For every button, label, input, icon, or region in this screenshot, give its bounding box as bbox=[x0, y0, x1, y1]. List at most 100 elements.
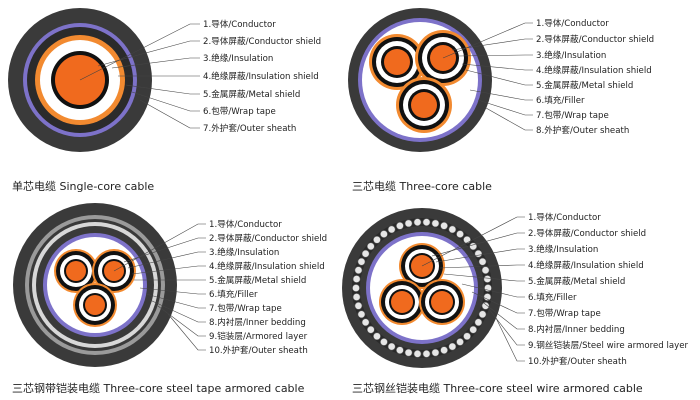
label-9: 9.钢丝铠装层/Steel wire armored layer bbox=[528, 339, 688, 351]
label-4: 4.绝缘屏蔽/Insulation shield bbox=[528, 259, 644, 271]
core-3 bbox=[419, 279, 465, 325]
label-7: 7.包带/Wrap tape bbox=[209, 302, 282, 314]
core-1 bbox=[369, 34, 425, 90]
steel-wire-strand bbox=[352, 275, 361, 283]
steel-wire-strand bbox=[422, 218, 431, 227]
label-3: 3.绝缘/Insulation bbox=[528, 243, 598, 255]
steel-wire-strand bbox=[422, 349, 431, 358]
label-7: 7.包带/Wrap tape bbox=[536, 109, 609, 121]
steel-wire-strand bbox=[448, 342, 457, 351]
steel-wire-strand bbox=[456, 338, 464, 346]
label-4: 4.绝缘屏蔽/Insulation shield bbox=[203, 70, 319, 82]
steel-wire-armored-cable-diagram: 1.导体/Conductor 2.导体屏蔽/Conductor shield 3… bbox=[342, 208, 688, 395]
steel-wire-strand bbox=[413, 218, 422, 227]
label-6: 6.填充/Filler bbox=[209, 288, 258, 300]
steel-wire-strand bbox=[354, 301, 363, 310]
label-5: 5.金属屏蔽/Metal shield bbox=[528, 275, 625, 287]
steel-wire-strand bbox=[380, 230, 388, 238]
steel-wire-strand bbox=[481, 266, 490, 275]
label-1: 1.导体/Conductor bbox=[536, 17, 609, 29]
steel-wire-strand bbox=[448, 225, 457, 234]
core-2 bbox=[379, 279, 425, 325]
steel-wire-strand bbox=[478, 257, 487, 266]
label-2: 2.导体屏蔽/Conductor shield bbox=[536, 33, 654, 45]
steel-wire-strand bbox=[357, 257, 366, 266]
label-10: 10.外护套/Outer sheath bbox=[209, 344, 308, 356]
steel-wire-strand bbox=[456, 230, 464, 238]
steel-wire-strand bbox=[404, 348, 413, 357]
label-6: 6.填充/Filler bbox=[528, 291, 577, 303]
single-core-cable-diagram: 1.导体/Conductor 2.导体屏蔽/Conductor shield 3… bbox=[8, 8, 321, 193]
steel-wire-strand bbox=[481, 301, 490, 310]
leader-lines bbox=[421, 216, 525, 362]
steel-wire-strand bbox=[431, 348, 440, 357]
steel-wire-strand bbox=[413, 349, 422, 358]
steel-wire-strand bbox=[404, 219, 413, 228]
steel-wire-strand bbox=[352, 293, 361, 301]
steel-wire-strand bbox=[395, 221, 404, 230]
label-7: 7.包带/Wrap tape bbox=[528, 307, 601, 319]
label-5: 5.金属屏蔽/Metal shield bbox=[536, 79, 633, 91]
steel-wire-strand bbox=[463, 332, 471, 341]
steel-wire-strand bbox=[431, 219, 440, 228]
label-1: 1.导体/Conductor bbox=[203, 18, 276, 30]
steel-wire-strand bbox=[361, 249, 370, 258]
steel-wire-strand bbox=[373, 235, 381, 244]
label-6: 6.填充/Filler bbox=[536, 94, 585, 106]
steel-tape-armored-cable-diagram: 1.导体/Conductor 2.导体屏蔽/Conductor shield 3… bbox=[12, 203, 327, 395]
steel-wire-strand bbox=[352, 284, 360, 292]
label-7: 7.外护套/Outer sheath bbox=[203, 122, 296, 134]
label-2: 2.导体屏蔽/Conductor shield bbox=[528, 227, 646, 239]
steel-wire-strand bbox=[354, 266, 363, 275]
steel-wire-strand bbox=[463, 235, 471, 244]
steel-wire-strand bbox=[483, 293, 492, 301]
label-8: 8.内衬层/Inner bedding bbox=[528, 323, 625, 335]
steel-wire-strand bbox=[361, 318, 370, 327]
leader-lines bbox=[113, 223, 206, 351]
leader-lines bbox=[442, 22, 533, 131]
steel-wire-strand bbox=[357, 310, 366, 319]
label-1: 1.导体/Conductor bbox=[209, 218, 282, 230]
label-3: 3.绝缘/Insulation bbox=[203, 52, 273, 64]
three-core-cable-diagram: 1.导体/Conductor 2.导体屏蔽/Conductor shield 3… bbox=[348, 8, 654, 193]
label-3: 3.绝缘/Insulation bbox=[536, 49, 606, 61]
label-8: 8.内衬层/Inner bedding bbox=[209, 316, 306, 328]
caption-steel-wire-armored: 三芯钢丝铠装电缆 Three-core steel wire armored c… bbox=[352, 381, 643, 395]
steel-wire-strand bbox=[474, 249, 483, 258]
steel-wire-strand bbox=[380, 338, 388, 346]
label-3: 3.绝缘/Insulation bbox=[209, 246, 279, 258]
steel-wire-strand bbox=[469, 325, 478, 334]
label-4: 4.绝缘屏蔽/Insulation shield bbox=[536, 64, 652, 76]
label-1: 1.导体/Conductor bbox=[528, 211, 601, 223]
label-6: 6.包带/Wrap tape bbox=[203, 105, 276, 117]
caption-single-core: 单芯电缆 Single-core cable bbox=[12, 179, 154, 193]
steel-wire-strand bbox=[373, 332, 381, 341]
label-10: 10.外护套/Outer sheath bbox=[528, 355, 627, 367]
steel-wire-strand bbox=[474, 318, 483, 327]
label-2: 2.导体屏蔽/Conductor shield bbox=[203, 35, 321, 47]
steel-wire-strand bbox=[478, 310, 487, 319]
core-3 bbox=[396, 77, 452, 133]
steel-wires bbox=[352, 218, 492, 358]
core-3 bbox=[73, 283, 117, 327]
label-8: 8.外护套/Outer sheath bbox=[536, 124, 629, 136]
steel-wire-strand bbox=[387, 342, 396, 351]
caption-three-core: 三芯电缆 Three-core cable bbox=[352, 179, 492, 193]
steel-wire-strand bbox=[483, 275, 492, 283]
label-2: 2.导体屏蔽/Conductor shield bbox=[209, 232, 327, 244]
steel-wire-strand bbox=[395, 346, 404, 355]
label-4: 4.绝缘屏蔽/Insulation shield bbox=[209, 260, 325, 272]
core-1 bbox=[54, 249, 98, 293]
label-5: 5.金属屏蔽/Metal shield bbox=[209, 274, 306, 286]
steel-wire-strand bbox=[469, 242, 478, 251]
steel-wire-strand bbox=[440, 221, 448, 230]
label-5: 5.金属屏蔽/Metal shield bbox=[203, 88, 300, 100]
steel-wire-strand bbox=[387, 225, 396, 234]
steel-wire-strand bbox=[366, 242, 375, 251]
steel-wire-strand bbox=[366, 325, 375, 334]
label-9: 9.铠装层/Armored layer bbox=[209, 330, 308, 342]
steel-wire-strand bbox=[440, 346, 448, 355]
caption-steel-tape-armored: 三芯钢带铠装电缆 Three-core steel tape armored c… bbox=[12, 381, 305, 395]
leader-lines bbox=[79, 23, 200, 129]
